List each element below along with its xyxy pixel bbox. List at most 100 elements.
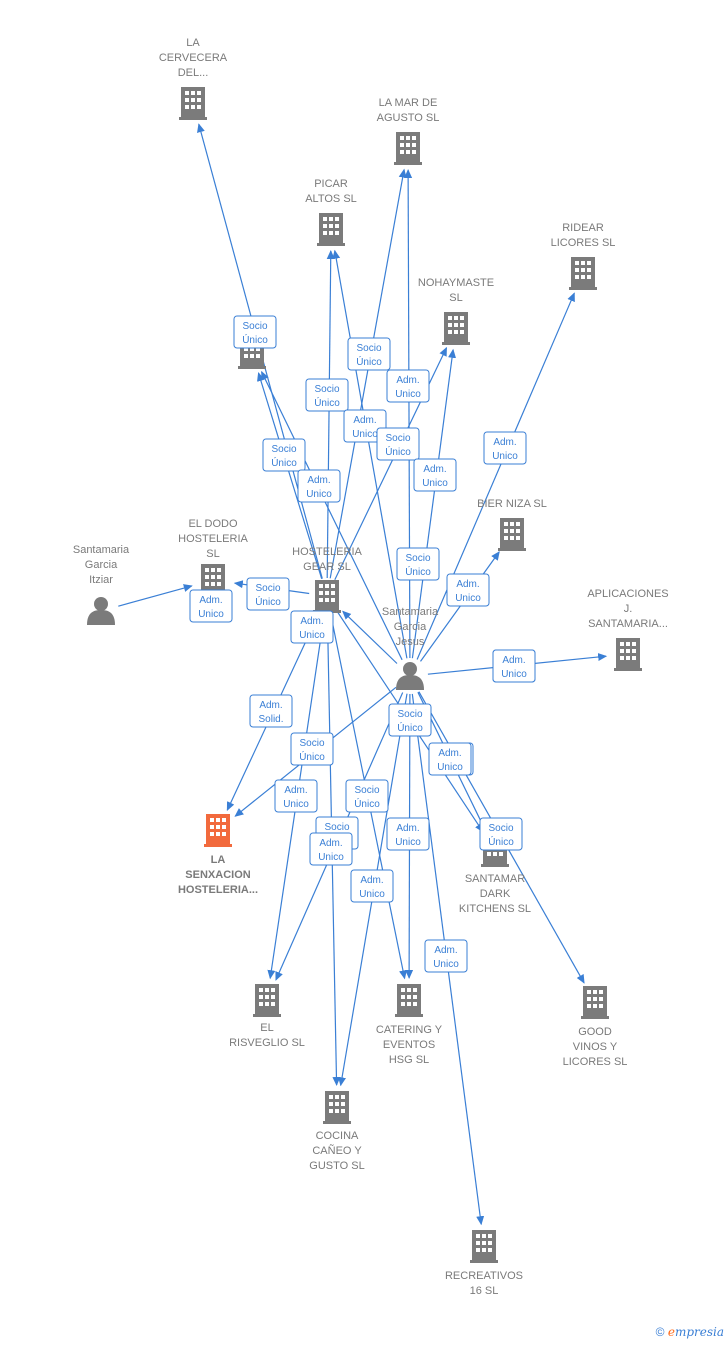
edge-role-label[interactable]: Adm.Unico [413, 458, 457, 492]
edge-role-label[interactable]: Adm.Unico [492, 649, 536, 683]
edge-role-label[interactable]: Adm.Unico [350, 869, 394, 903]
edge-role-label[interactable]: Adm.Unico [290, 610, 334, 644]
edge-role-label[interactable]: Adm.Unico [343, 409, 387, 443]
edge-role-label-text: Unico [395, 837, 421, 848]
node-label-line: NOHAYMASTE [418, 277, 494, 289]
node-label-line: Jesus [396, 636, 425, 648]
edge-role-label-box [347, 337, 391, 371]
building-icon [569, 257, 597, 290]
building-icon [614, 638, 642, 671]
edge-role-label-text: Adm. [300, 616, 323, 627]
node-picar[interactable]: PICAR ALTOS SL [305, 178, 357, 246]
node-label-line: EL DODO [188, 518, 238, 530]
edge-jesus-to-biernica [420, 551, 500, 662]
node-senxacion[interactable]: LASENXACIONHOSTELERIA... [178, 814, 258, 896]
building-icon [323, 1091, 351, 1124]
edge-role-label-text: Socio [488, 823, 513, 834]
edge-role-label-text: Unico [501, 669, 527, 680]
edge-role-label[interactable]: Adm.Unico [309, 832, 353, 866]
node-label-line: LA MAR DE [379, 97, 438, 109]
edge-role-label-box [350, 869, 394, 903]
edge-role-label-box [233, 315, 277, 349]
node-aplicaciones[interactable]: APLICACIONESJ.SANTAMARIA... [587, 588, 669, 671]
edge-role-label-text: Único [385, 445, 411, 458]
edge-role-label-text: Adm. [284, 785, 307, 796]
edge-role-label-box [290, 732, 334, 766]
edge-role-label[interactable]: Adm.Unico [386, 369, 430, 403]
edge-role-label-text: Único [354, 797, 380, 810]
edge-role-label-text: Socio [324, 822, 349, 833]
node-label-line: EVENTOS [383, 1039, 435, 1051]
node-label-line: ALTOS SL [305, 193, 357, 205]
brand-footer[interactable]: © empresia [656, 1325, 724, 1339]
node-label-line: LICORES SL [551, 237, 616, 249]
edge-role-label-box [249, 694, 293, 728]
edge-role-label-text: Unico [283, 799, 309, 810]
edge-role-label[interactable]: Adm. Unico [274, 779, 318, 813]
edge-gear-to-picar [326, 250, 335, 579]
node-label-line: CERVECERA [159, 52, 228, 64]
edge-role-label-text: Adm. [423, 464, 446, 475]
edge-labels-layer: SocioÚnicoSocioÚnicoAdm.UnicoSocioÚnicoA… [189, 315, 536, 973]
edge-role-label-text: Adm. [259, 700, 282, 711]
edge-role-label-text: Adm. [360, 875, 383, 886]
node-label-line: PICAR [314, 178, 348, 190]
edge-role-label-text: Socio [356, 343, 381, 354]
edge-jesus-to-mardeagusto [404, 169, 413, 659]
edge-role-label-text: Socio [397, 709, 422, 720]
edge-role-label-box [424, 939, 468, 973]
edge-role-label[interactable]: Adm. Solid. [249, 694, 293, 728]
node-ridear[interactable]: RIDEAR LICORES SL [551, 222, 616, 290]
node-label-line: RIDEAR [562, 222, 604, 234]
edge-role-label[interactable]: Adm.Unico [297, 469, 341, 503]
edge-role-label[interactable]: Adm.Unico [428, 742, 472, 776]
node-biernica[interactable]: BIER NIZA SL [477, 498, 547, 551]
edge-role-label-box [479, 817, 523, 851]
node-cervecera[interactable]: LACERVECERADEL... [159, 37, 228, 120]
edge-role-label-box [246, 577, 290, 611]
node-label-line: HOSTELERIA [292, 546, 362, 558]
edge-role-label-text: Único [271, 456, 297, 469]
node-label-line: Santamaria [382, 606, 439, 618]
node-label-line: Garcia [394, 621, 427, 633]
building-icon [253, 984, 281, 1017]
edge-role-label-box [413, 458, 457, 492]
building-icon [317, 213, 345, 246]
edge-jesus-to-elt [261, 370, 403, 661]
edge-role-label-box [343, 409, 387, 443]
edge-role-label[interactable]: Adm.Unico [424, 939, 468, 973]
edge-role-label-text: Solid. [258, 714, 283, 725]
building-icon [394, 132, 422, 165]
building-icon [395, 984, 423, 1017]
edge-role-label[interactable]: Adm.Unico [446, 573, 490, 607]
edge-role-label-text: Adm. [493, 437, 516, 448]
edge-role-label[interactable]: Adm.Unico [189, 589, 233, 623]
edge-role-label-text: Adm. [353, 415, 376, 426]
edge-role-label[interactable]: Adm.Unico [483, 431, 527, 465]
edge-role-label-text: Unico [455, 593, 481, 604]
edge-role-label[interactable]: Adm.Unico [386, 817, 430, 851]
